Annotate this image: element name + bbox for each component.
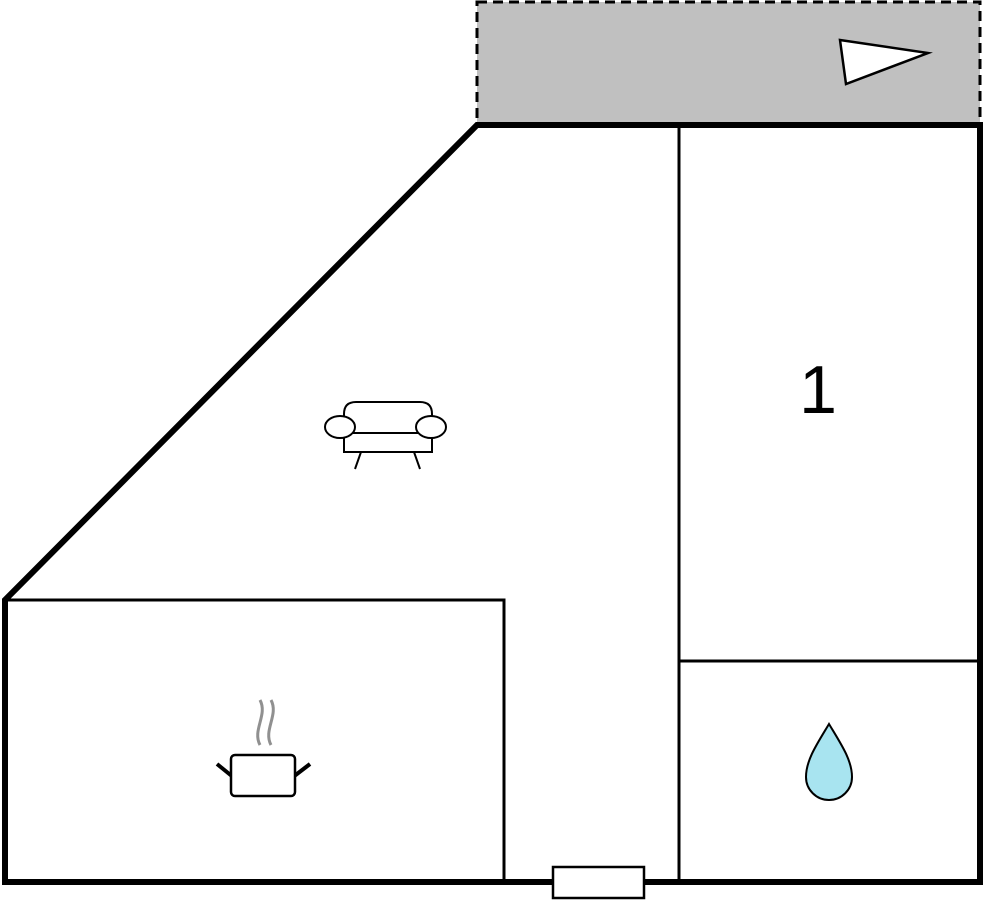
water-drop-icon <box>804 722 854 801</box>
wall-kitchen <box>5 598 506 882</box>
terrace-area <box>475 0 982 127</box>
outer-wall <box>1 122 983 885</box>
door-icon <box>551 865 646 900</box>
cooking-pot-icon <box>215 699 312 798</box>
direction-arrow-icon <box>838 38 933 86</box>
bedroom-number: 1 <box>799 352 837 428</box>
sofa-icon <box>324 401 447 470</box>
